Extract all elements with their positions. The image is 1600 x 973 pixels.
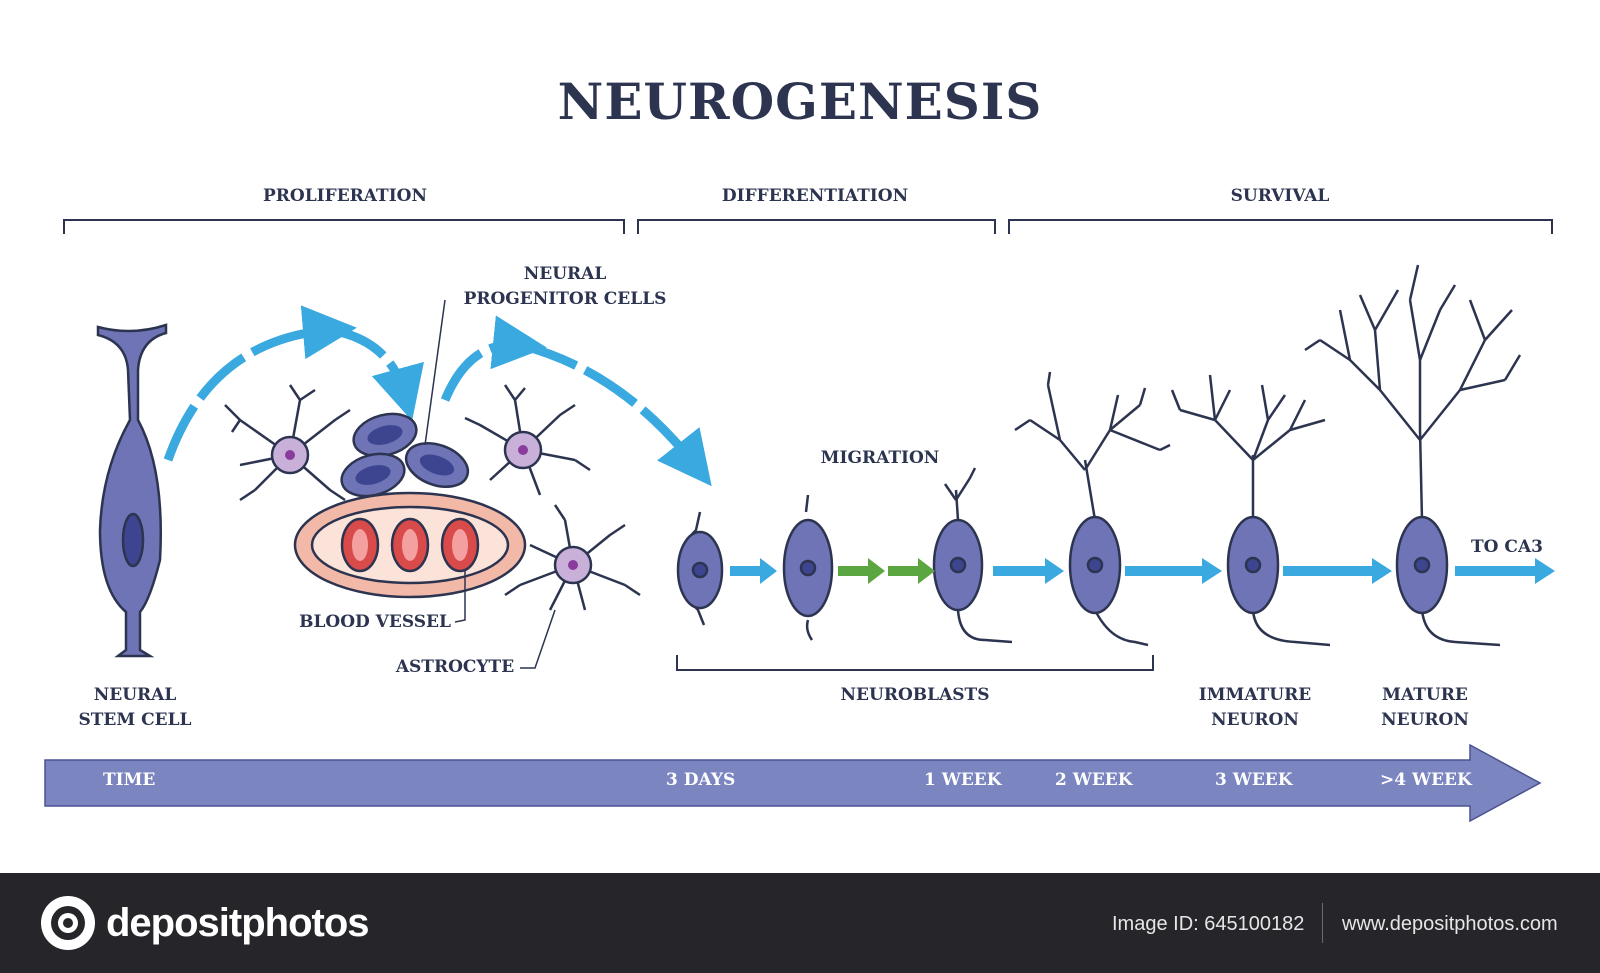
immature-line-1: IMMATURE [1198,685,1312,705]
neural-progenitor-cells [340,412,470,498]
brand-name: depositphotos [106,900,370,945]
survival-label: SURVIVAL [1230,186,1330,206]
camera-icon [41,896,95,950]
neuroblasts-bracket [676,655,1154,671]
neural-progenitor-label: NEURAL PROGENITOR CELLS [460,262,670,312]
immature-neuron [1170,374,1331,647]
diagram-artwork [44,219,1555,823]
proliferation-bracket [63,219,625,234]
footer-bar: depositphotos Image ID: 645100182 www.de… [0,873,1600,973]
proliferation-arrows [163,305,712,487]
arrow-3 [1125,558,1222,584]
proliferation-label: PROLIFERATION [263,186,427,206]
astrocyte-3 [504,504,641,611]
timeline-arrow [44,743,1542,823]
blood-vessel [293,491,527,599]
neural-stem-cell-label: NEURAL STEM CELL [70,683,200,733]
immature-line-2: NEURON [1211,710,1299,730]
astrocyte-label: ASTROCYTE [395,657,515,677]
neuroblast-cells [676,371,1171,647]
neural-stem-line-2: STEM CELL [78,710,192,730]
arrow-green-2 [888,558,935,584]
neuroblast-3 [932,467,1013,644]
to-ca3-label: TO CA3 [1471,537,1543,557]
image-id: Image ID: 645100182 [1112,913,1305,935]
neural-stem-cell [96,323,168,658]
neural-progenitor-line-1: NEURAL [523,264,607,284]
timeline-2-week: 2 WEEK [1055,770,1133,790]
depositphotos-logo[interactable]: depositphotos [40,895,370,951]
arrow-1 [730,558,777,584]
arrow-4 [1283,558,1392,584]
timeline-3-days: 3 DAYS [666,770,736,790]
website-link[interactable]: www.depositphotos.com [1342,913,1558,935]
astrocyte-cells [224,384,641,611]
leader-lines [424,299,556,669]
mature-neuron [1304,264,1522,647]
survival-bracket [1008,219,1553,234]
stage-arrows [730,558,1555,584]
differentiation-label: DIFFERENTIATION [721,186,909,206]
differentiation-bracket [637,219,996,234]
timeline-time: TIME [103,770,156,790]
timeline-1-week: 1 WEEK [924,770,1002,790]
footer-divider [1322,903,1323,943]
timeline-4-week: >4 WEEK [1380,770,1472,790]
timeline-3-week: 3 WEEK [1215,770,1293,790]
blood-vessel-label: BLOOD VESSEL [299,612,451,632]
mature-neuron-label: MATURE NEURON [1370,683,1480,733]
mature-line-2: NEURON [1381,710,1469,730]
arrow-5 [1455,558,1555,584]
neuroblast-2 [782,494,834,641]
mature-line-1: MATURE [1382,685,1468,705]
neuroblast-4 [1014,371,1171,647]
astrocyte-1 [224,384,351,502]
phase-brackets [63,219,1553,234]
migration-label: MIGRATION [820,448,940,468]
neural-stem-line-1: NEURAL [93,685,177,705]
neural-progenitor-line-2: PROGENITOR CELLS [463,289,667,309]
immature-neuron-label: IMMATURE NEURON [1185,683,1325,733]
astrocyte-2 [464,384,591,496]
neuroblasts-label: NEUROBLASTS [840,685,990,705]
arrow-green-1 [838,558,885,584]
diagram-title: NEUROGENESIS [557,72,1043,131]
neuroblast-1 [676,511,724,626]
arrow-2 [993,558,1064,584]
